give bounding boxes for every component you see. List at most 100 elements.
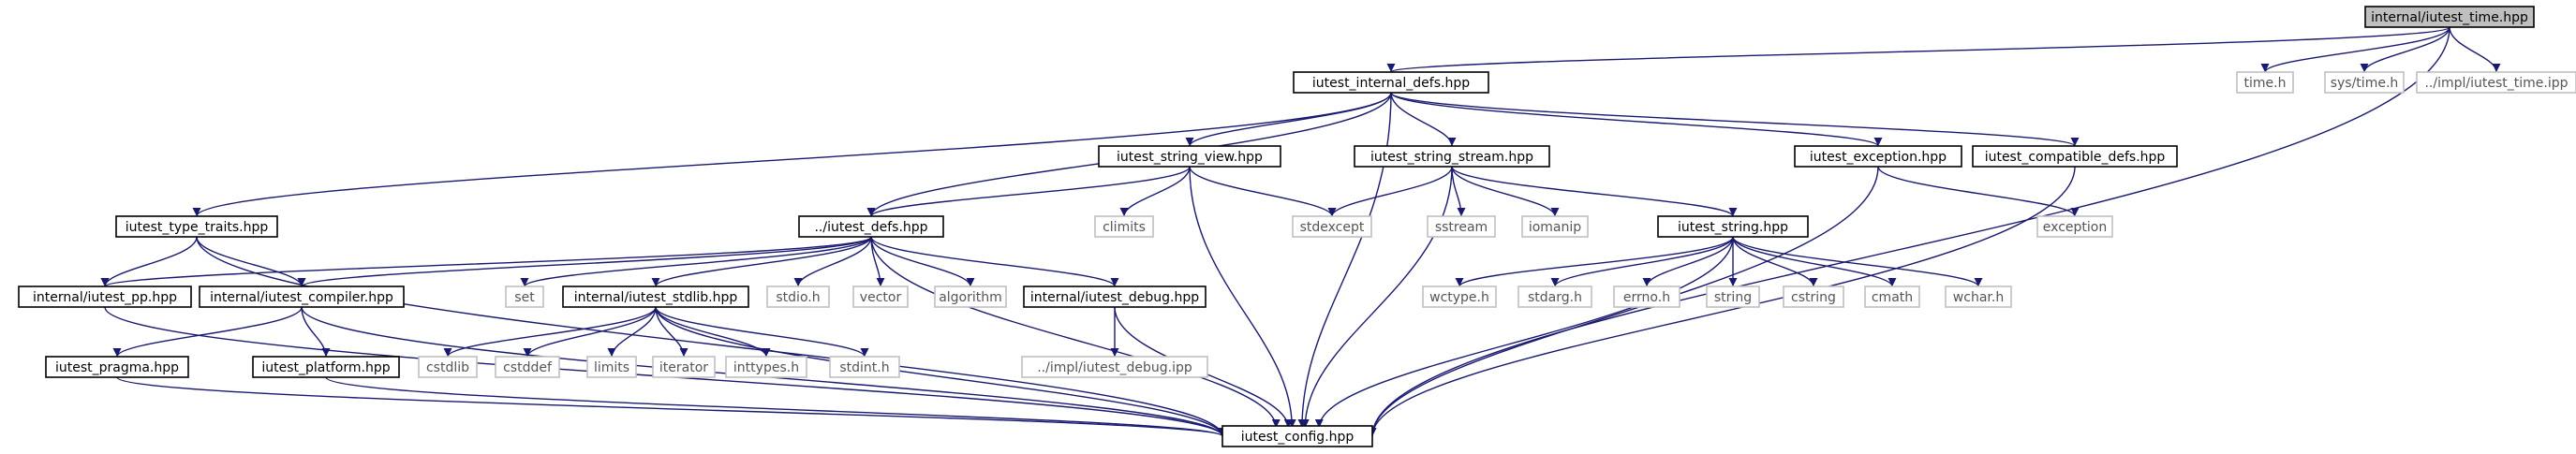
node-box bbox=[1657, 215, 1809, 238]
edge-stdlib-to-cstdlib bbox=[443, 306, 657, 358]
node-defs[interactable]: ../iutest_defs.hpp bbox=[798, 215, 944, 238]
edge-string_stream-to-iomanip bbox=[1451, 166, 1560, 217]
node-limits: limits bbox=[586, 356, 637, 378]
node-pragma[interactable]: iutest_pragma.hpp bbox=[45, 356, 189, 378]
node-box bbox=[1098, 145, 1281, 168]
edge-string_hpp-to-cmath bbox=[1732, 236, 1897, 287]
node-box bbox=[2036, 215, 2113, 238]
node-box bbox=[1021, 356, 1208, 378]
node-box bbox=[2416, 71, 2576, 94]
node-box bbox=[418, 356, 478, 378]
node-box bbox=[1706, 286, 1760, 308]
node-label: iutest_config.hpp bbox=[1241, 430, 1355, 445]
node-config[interactable]: iutest_config.hpp bbox=[1221, 425, 1373, 447]
node-stdexcept: stdexcept bbox=[1292, 215, 1372, 238]
node-sstream: sstream bbox=[1427, 215, 1496, 238]
edge-root-to-impl_time_ipp bbox=[2449, 26, 2501, 73]
node-box bbox=[2236, 71, 2294, 94]
edge-internal_defs-to-config bbox=[1297, 92, 1392, 429]
edge-string_view-to-climits bbox=[1119, 166, 1191, 217]
node-label: internal/iutest_compiler.hpp bbox=[210, 290, 393, 305]
node-box bbox=[1427, 215, 1496, 238]
edge-defs-to-compiler bbox=[297, 236, 872, 287]
node-stdio-h: stdio.h bbox=[766, 286, 830, 308]
edge-compiler-to-platform bbox=[301, 306, 331, 358]
node-root[interactable]: internal/iutest_time.hpp bbox=[2364, 6, 2535, 28]
node-label: vector bbox=[860, 290, 902, 305]
node-label: cstring bbox=[1791, 290, 1836, 305]
node-platform[interactable]: iutest_platform.hpp bbox=[252, 356, 400, 378]
node-wctype-h: wctype.h bbox=[1422, 286, 1497, 308]
edge-string_hpp-to-stdarg_h bbox=[1550, 236, 1734, 287]
node-pp[interactable]: internal/iutest_pp.hpp bbox=[18, 286, 192, 308]
edge-compatible_defs-to-config bbox=[1368, 166, 2076, 437]
node-label: wchar.h bbox=[1953, 290, 2004, 305]
edge-stdlib-to-cstddef bbox=[523, 306, 657, 358]
node-label: time.h bbox=[2244, 76, 2287, 91]
node-impl-time-ipp: ../impl/iutest_time.ipp bbox=[2416, 71, 2576, 94]
node-label: wctype.h bbox=[1429, 290, 1489, 305]
edge-string_stream-to-config bbox=[1300, 166, 1453, 429]
node-sys-time-h: sys/time.h bbox=[2324, 71, 2405, 94]
node-label: internal/iutest_debug.hpp bbox=[1030, 290, 1199, 305]
node-cstring: cstring bbox=[1783, 286, 1844, 308]
edge-exception_hpp-to-config bbox=[1368, 166, 1879, 437]
edge-string_hpp-to-cstring bbox=[1732, 236, 1818, 287]
node-label: ../impl/iutest_time.ipp bbox=[2424, 76, 2568, 91]
edge-platform-to-config bbox=[325, 376, 1227, 437]
edge-compiler-to-pragma bbox=[112, 306, 303, 358]
node-label: stdint.h bbox=[839, 360, 889, 375]
node-label: internal/iutest_stdlib.hpp bbox=[574, 290, 738, 305]
node-string-view[interactable]: iutest_string_view.hpp bbox=[1098, 145, 1281, 168]
node-stdlib[interactable]: internal/iutest_stdlib.hpp bbox=[562, 286, 749, 308]
node-layer: internal/iutest_time.hpp iutest_internal_… bbox=[18, 6, 2576, 447]
node-compatible-defs[interactable]: iutest_compatible_defs.hpp bbox=[1972, 145, 2178, 168]
edge-string_view-to-stdexcept bbox=[1189, 166, 1337, 217]
node-set: set bbox=[505, 286, 544, 308]
node-wchar-h: wchar.h bbox=[1945, 286, 2012, 308]
edge-stdlib-to-limits bbox=[607, 306, 657, 358]
node-box bbox=[798, 215, 944, 238]
node-string: string bbox=[1706, 286, 1760, 308]
edge-defs-to-config bbox=[870, 236, 1281, 429]
node-debug[interactable]: internal/iutest_debug.hpp bbox=[1023, 286, 1207, 308]
edge-string_hpp-to-wctype_h bbox=[1455, 236, 1734, 287]
node-box bbox=[1354, 145, 1550, 168]
node-string-hpp[interactable]: iutest_string.hpp bbox=[1657, 215, 1809, 238]
edge-pragma-to-config bbox=[116, 376, 1227, 437]
node-cstdlib: cstdlib bbox=[418, 356, 478, 378]
node-label: algorithm bbox=[939, 290, 1002, 305]
node-label: stdio.h bbox=[776, 290, 820, 305]
node-label: iterator bbox=[659, 360, 708, 375]
edge-string_hpp-to-config bbox=[1314, 236, 1734, 429]
node-climits: climits bbox=[1094, 215, 1154, 238]
edge-string_hpp-to-wchar_h bbox=[1732, 236, 1983, 287]
node-label: limits bbox=[594, 360, 629, 375]
node-algorithm: algorithm bbox=[934, 286, 1007, 308]
node-box bbox=[725, 356, 807, 378]
edge-defs-to-stdio_h bbox=[793, 236, 872, 287]
edge-type_traits-to-config bbox=[196, 236, 1227, 437]
node-exception-hpp[interactable]: iutest_exception.hpp bbox=[1794, 145, 1962, 168]
edge-internal_defs-to-compatible_defs bbox=[1390, 92, 2080, 147]
node-type-traits[interactable]: iutest_type_traits.hpp bbox=[115, 215, 278, 238]
edge-stdlib-to-iterator bbox=[655, 306, 688, 358]
node-time-h: time.h bbox=[2236, 71, 2294, 94]
node-label: iutest_string_stream.hpp bbox=[1370, 150, 1533, 165]
node-box bbox=[1517, 286, 1592, 308]
node-internal-defs[interactable]: iutest_internal_defs.hpp bbox=[1293, 71, 1489, 94]
node-exception: exception bbox=[2036, 215, 2113, 238]
node-label: cstddef bbox=[503, 360, 553, 375]
node-iomanip: iomanip bbox=[1521, 215, 1589, 238]
node-cmath: cmath bbox=[1864, 286, 1920, 308]
node-box bbox=[1794, 145, 1962, 168]
node-box bbox=[1094, 215, 1154, 238]
node-box bbox=[1521, 215, 1589, 238]
node-label: climits bbox=[1103, 220, 1146, 235]
node-string-stream[interactable]: iutest_string_stream.hpp bbox=[1354, 145, 1550, 168]
node-errno-h: errno.h bbox=[1613, 286, 1680, 308]
edge-defs-to-algorithm bbox=[870, 236, 975, 287]
node-label: iutest_type_traits.hpp bbox=[126, 220, 269, 235]
node-compiler[interactable]: internal/iutest_compiler.hpp bbox=[199, 286, 405, 308]
node-box bbox=[1945, 286, 2012, 308]
